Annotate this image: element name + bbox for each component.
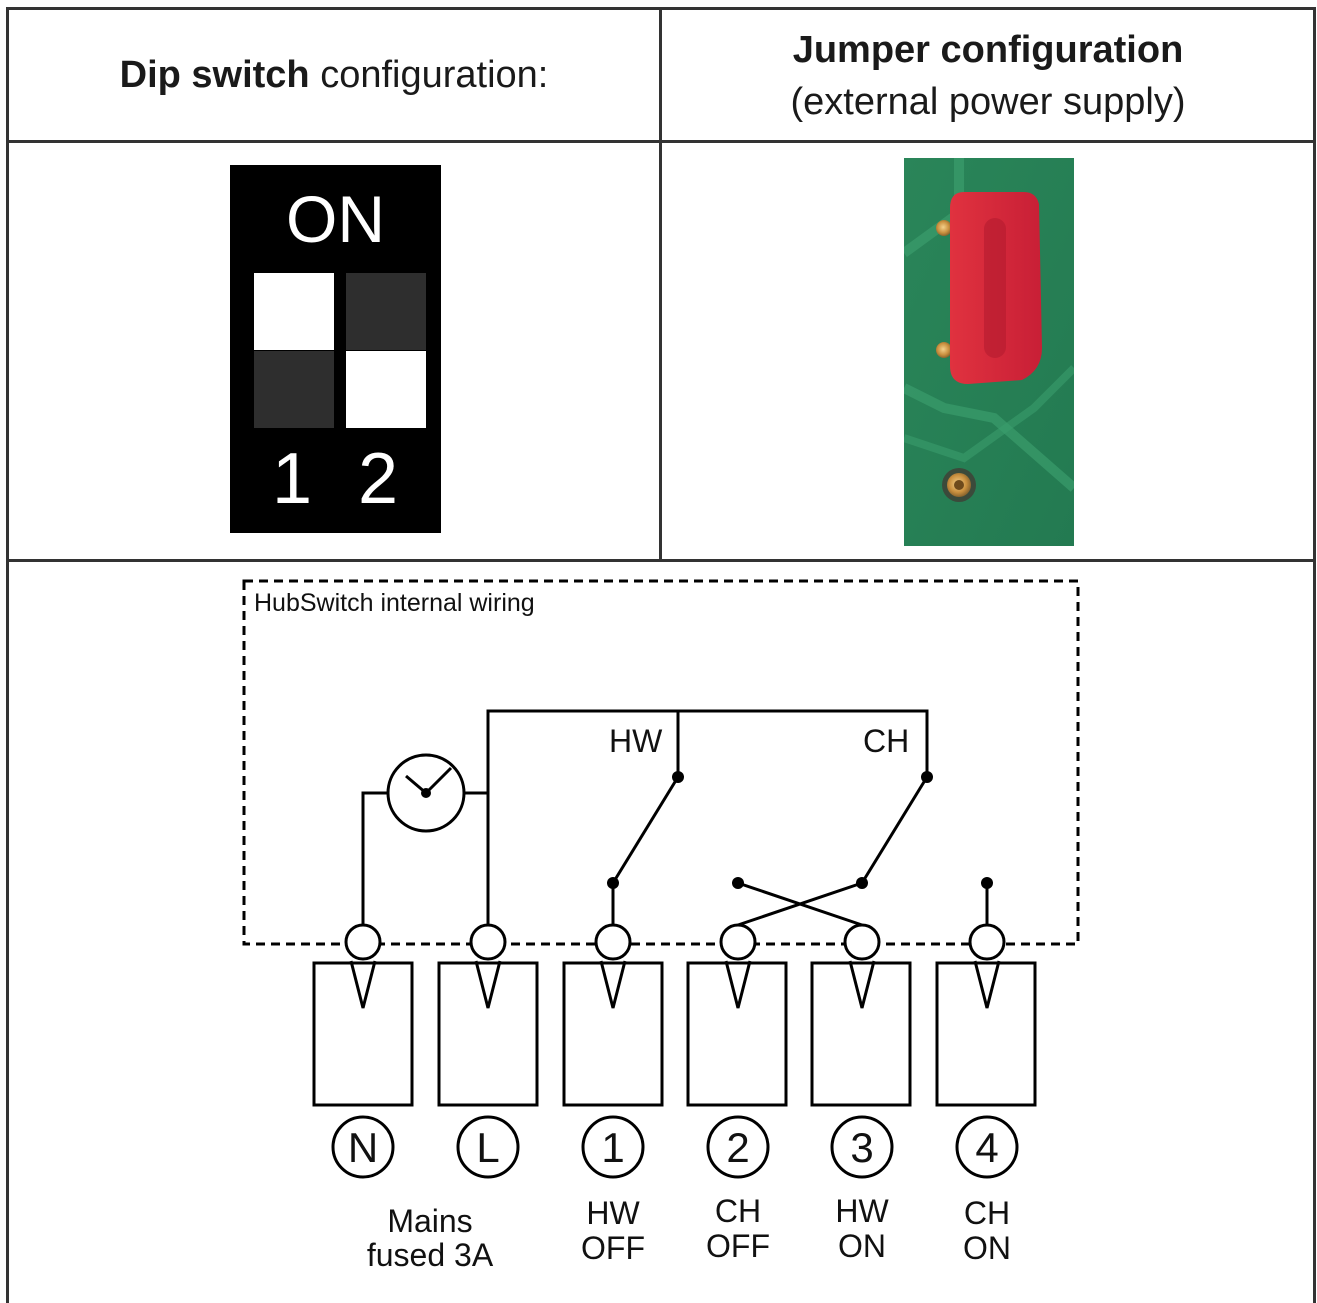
- jumper-pin-2: [936, 342, 952, 358]
- terminal-l: L: [437, 923, 539, 1179]
- terminal-1-desc-2: OFF: [581, 1230, 645, 1266]
- terminal-3-desc-2: ON: [838, 1228, 886, 1264]
- jumper-cap-slot: [984, 218, 1006, 358]
- dip-switch-1-number: 1: [271, 439, 313, 519]
- terminal-1-symbol: 1: [601, 1124, 624, 1171]
- dip-switch-header: Dip switch configuration:: [8, 10, 660, 141]
- dip-on-label: ON: [286, 182, 385, 256]
- terminal-4-desc-2: ON: [963, 1230, 1011, 1266]
- terminal-3-symbol: 3: [850, 1124, 873, 1171]
- jumper-pin-3-hole: [954, 480, 964, 490]
- table-border-right: [1313, 7, 1316, 1303]
- dip-switch-2-track: [346, 273, 426, 350]
- terminal-4-symbol: 4: [975, 1124, 998, 1171]
- hw-relay-contact: [611, 776, 680, 884]
- dip-switch-header-text: Dip switch configuration:: [120, 54, 549, 97]
- jumper-header: Jumper configuration (external power sup…: [662, 10, 1314, 141]
- table-border-column: [659, 7, 662, 562]
- terminal-3-desc-1: HW: [835, 1193, 889, 1229]
- terminal-1-desc-1: HW: [586, 1195, 640, 1231]
- dip-switch-1-knob: [254, 273, 334, 350]
- dip-switch-1-track: [254, 351, 334, 428]
- wire-ch-off-cross: [737, 881, 863, 927]
- relay-label-ch: CH: [863, 723, 909, 759]
- terminal-2: 2 CH OFF: [686, 923, 788, 1264]
- jumper-header-subtitle: (external power supply): [790, 80, 1186, 123]
- jumper-header-title: Jumper configuration: [792, 28, 1184, 71]
- wiring-diagram: HubSwitch internal wiring HW CH: [242, 579, 1080, 1273]
- terminal-n-symbol: N: [348, 1124, 378, 1171]
- terminal-4-desc-1: CH: [964, 1195, 1010, 1231]
- internal-wiring-box: [242, 579, 1080, 946]
- timer-clock-hand-2: [424, 766, 453, 795]
- terminal-n: N: [312, 923, 414, 1179]
- mains-label-line1: Mains: [387, 1203, 472, 1239]
- terminal-l-symbol: L: [476, 1124, 499, 1171]
- jumper-pin-1: [936, 220, 952, 236]
- dip-switch-2: [346, 273, 426, 428]
- mains-label-line2: fused 3A: [367, 1237, 494, 1273]
- wire-live-bus: [486, 709, 929, 925]
- table-border-left: [6, 7, 9, 1303]
- terminal-3: 3 HW ON: [810, 923, 912, 1264]
- dip-switch-header-rest: configuration:: [309, 54, 549, 96]
- dip-switch-header-bold: Dip switch: [119, 54, 310, 96]
- dip-switch-2-knob: [346, 351, 426, 428]
- terminal-4: 4 CH ON: [935, 923, 1037, 1266]
- dip-switch-1: [254, 273, 334, 428]
- terminal-2-desc-1: CH: [715, 1193, 761, 1229]
- jumper-photo: [904, 158, 1074, 546]
- terminal-2-desc-2: OFF: [706, 1228, 770, 1264]
- pcb-trace-2: [904, 383, 1074, 492]
- pcb-trace-3: [904, 365, 1074, 463]
- ch-relay-contact: [860, 776, 929, 884]
- terminal-1: 1 HW OFF: [562, 923, 664, 1266]
- terminal-2-symbol: 2: [726, 1124, 749, 1171]
- wire-neutral: [361, 791, 388, 925]
- relay-label-hw: HW: [609, 723, 663, 759]
- dip-switch-2-number: 2: [357, 439, 399, 519]
- internal-wiring-label: HubSwitch internal wiring: [254, 589, 535, 617]
- dip-switch-block: ON 1 2: [230, 165, 441, 533]
- timer-clock-center: [421, 788, 431, 798]
